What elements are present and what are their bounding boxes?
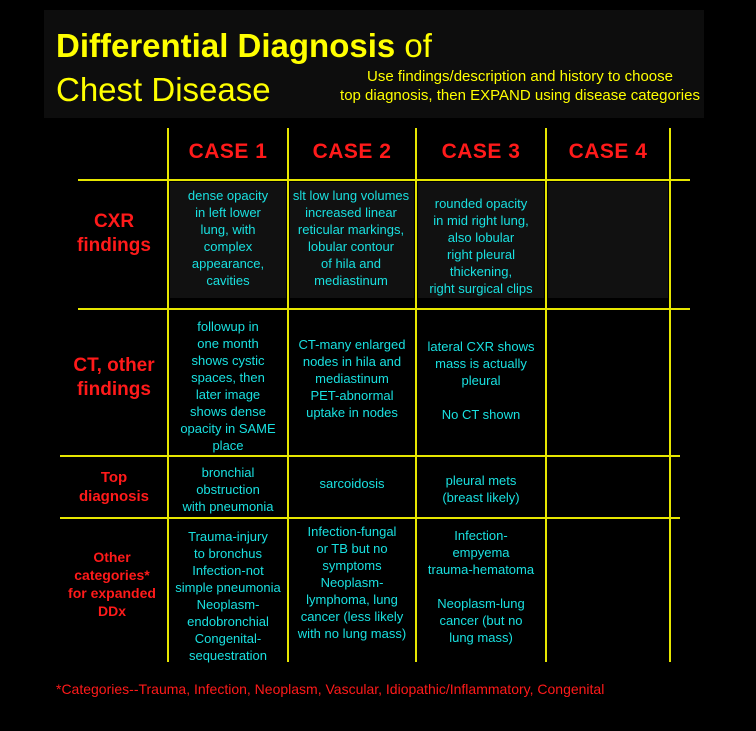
cell-top-dx-case-3: pleural mets (breast likely)	[442, 473, 520, 505]
cell-ct-case-2: CT-many enlarged nodes in hila and media…	[298, 337, 406, 420]
title-of: of	[395, 27, 432, 64]
subtitle: Use findings/description and history to …	[340, 68, 700, 104]
grid-vline-5	[669, 128, 671, 662]
grid-vline-3	[415, 128, 417, 662]
row-header-ct-other-findings: CT, other findings	[73, 355, 155, 400]
cell-background	[170, 182, 286, 298]
grid-vline-1	[167, 128, 169, 662]
cell-cxr-case-1: dense opacity in left lower lung, with c…	[187, 188, 269, 288]
slide-title: Differential Diagnosis of Chest Disease	[56, 24, 432, 112]
title-line2: Chest Disease	[56, 71, 271, 108]
row-header-other-categories: Other categories* for expanded DDx	[68, 549, 156, 619]
cell-other-case-2: Infection-fungal or TB but no symptoms N…	[297, 524, 407, 641]
row-header-cxr-findings: CXR findings	[77, 211, 151, 256]
cell-background	[418, 182, 544, 298]
grid-hline-2	[78, 308, 690, 310]
footnote: *Categories--Trauma, Infection, Neoplasm…	[56, 681, 605, 697]
column-header-case-3: CASE 3	[441, 140, 521, 163]
cell-top-dx-case-1: bronchial obstruction with pneumonia	[182, 465, 274, 514]
grid-vline-4	[545, 128, 547, 662]
grid-hline-3	[60, 455, 680, 457]
cell-top-dx-case-2: sarcoidosis	[319, 476, 385, 491]
column-header-case-4: CASE 4	[568, 140, 648, 163]
background-panel	[44, 10, 704, 118]
column-header-case-2: CASE 2	[312, 140, 392, 163]
cell-other-case-3: Infection- empyema trauma-hematoma Neopl…	[427, 528, 535, 645]
cell-cxr-case-3: rounded opacity in mid right lung, also …	[429, 196, 533, 296]
grid-vline-2	[287, 128, 289, 662]
grid-hline-4	[60, 517, 680, 519]
cell-other-case-1: Trauma-injury to bronchus Infection-not …	[175, 529, 281, 663]
cell-ct-case-3: lateral CXR shows mass is actually pleur…	[427, 339, 535, 422]
cell-background	[548, 182, 668, 298]
cell-background	[290, 182, 414, 298]
title-bold: Differential Diagnosis	[56, 27, 396, 64]
cell-ct-case-1: followup in one month shows cystic space…	[180, 319, 276, 453]
column-header-case-1: CASE 1	[188, 140, 268, 163]
grid-hline-1	[78, 179, 690, 181]
cell-cxr-case-2: slt low lung volumes increased linear re…	[292, 188, 410, 288]
row-header-top-diagnosis: Top diagnosis	[78, 469, 149, 505]
